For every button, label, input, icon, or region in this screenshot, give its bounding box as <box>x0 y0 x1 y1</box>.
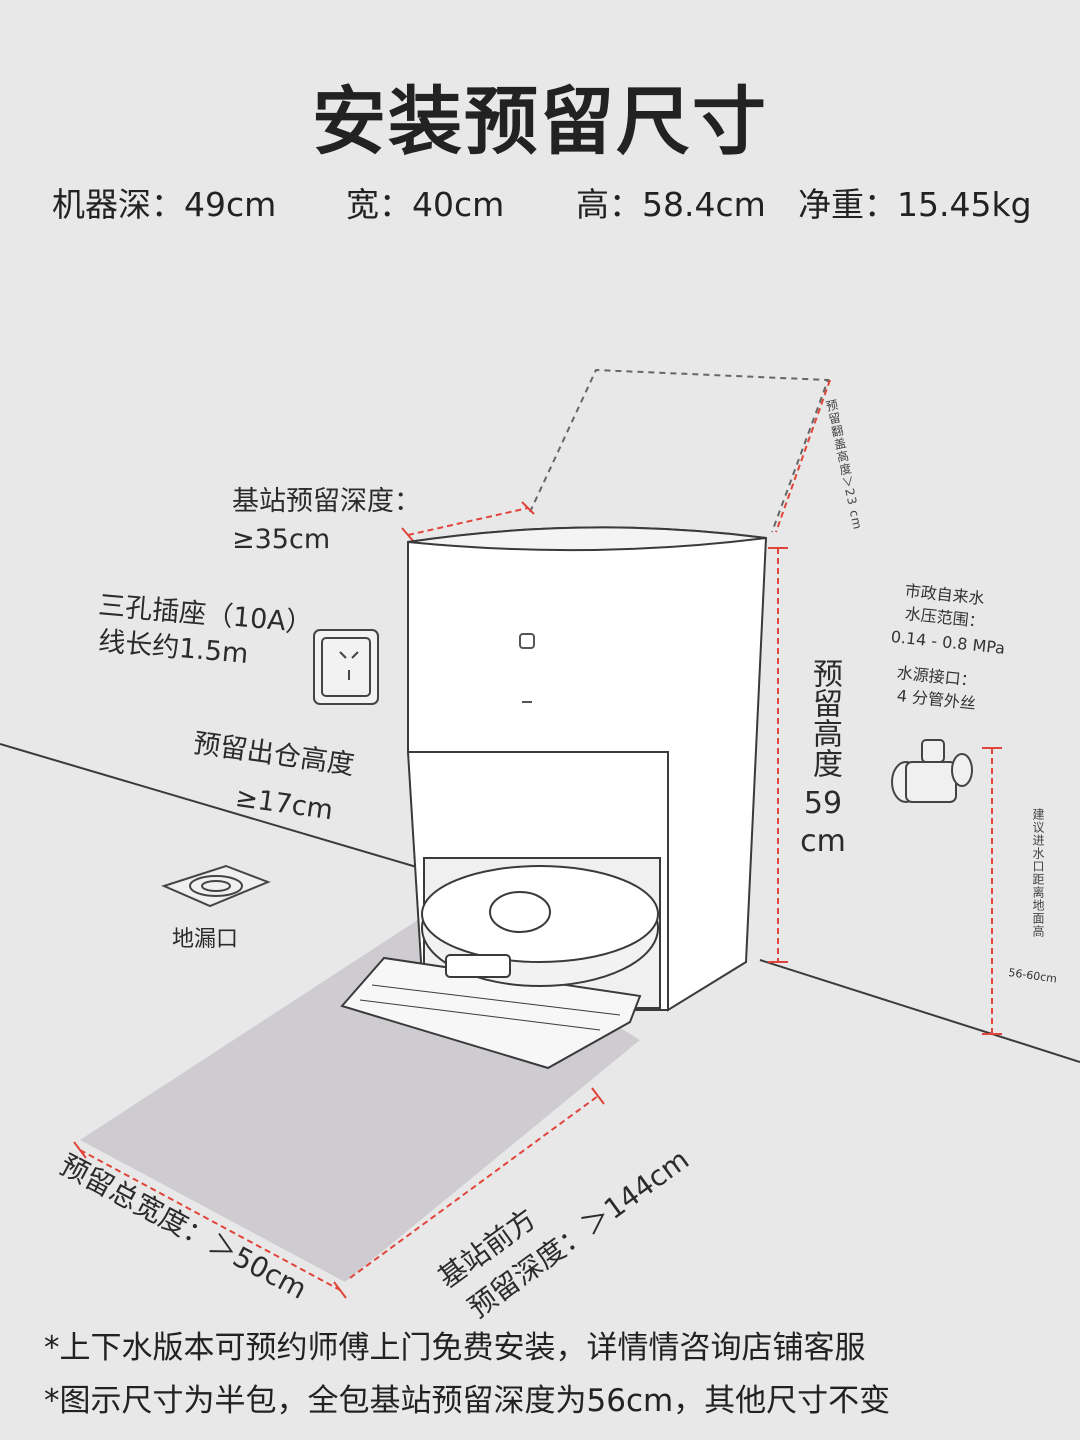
room-lines <box>0 743 1080 1063</box>
floor-drain-icon <box>161 864 271 908</box>
lid-clearance-outline <box>529 368 830 533</box>
reserve-height-value: 59 <box>803 786 843 821</box>
spec-weight: 净重：15.45kg <box>798 185 1032 224</box>
floor-drain-label: 地漏口 <box>172 927 239 952</box>
water-valve-icon <box>891 739 973 803</box>
station-depth-value: ≥35cm <box>232 524 331 555</box>
station-depth-title: 基站预留深度： <box>232 486 421 517</box>
spec-width: 宽：40cm <box>346 185 505 224</box>
page-title: 安装预留尺寸 <box>312 79 768 165</box>
reserve-height-label: 预留高度 <box>807 658 842 778</box>
dimension-lines <box>79 379 993 1291</box>
inlet-height-label: 建议进水口距离地面高 <box>1031 808 1045 938</box>
spec-height: 高：58.4cm <box>576 185 766 224</box>
reserve-height-unit: cm <box>800 824 846 859</box>
mi-logo-icon <box>519 633 535 703</box>
three-hole-socket-icon <box>313 629 379 705</box>
spec-depth: 机器深：49cm <box>52 185 277 224</box>
footnote-full-pack: *图示尺寸为半包，全包基站预留深度为56cm，其他尺寸不变 <box>44 1383 891 1419</box>
dimension-ticks <box>73 501 1002 1299</box>
footnote-install: *上下水版本可预约师傅上门免费安装，详情情咨询店铺客服 <box>44 1330 866 1366</box>
base-station <box>340 526 768 1070</box>
